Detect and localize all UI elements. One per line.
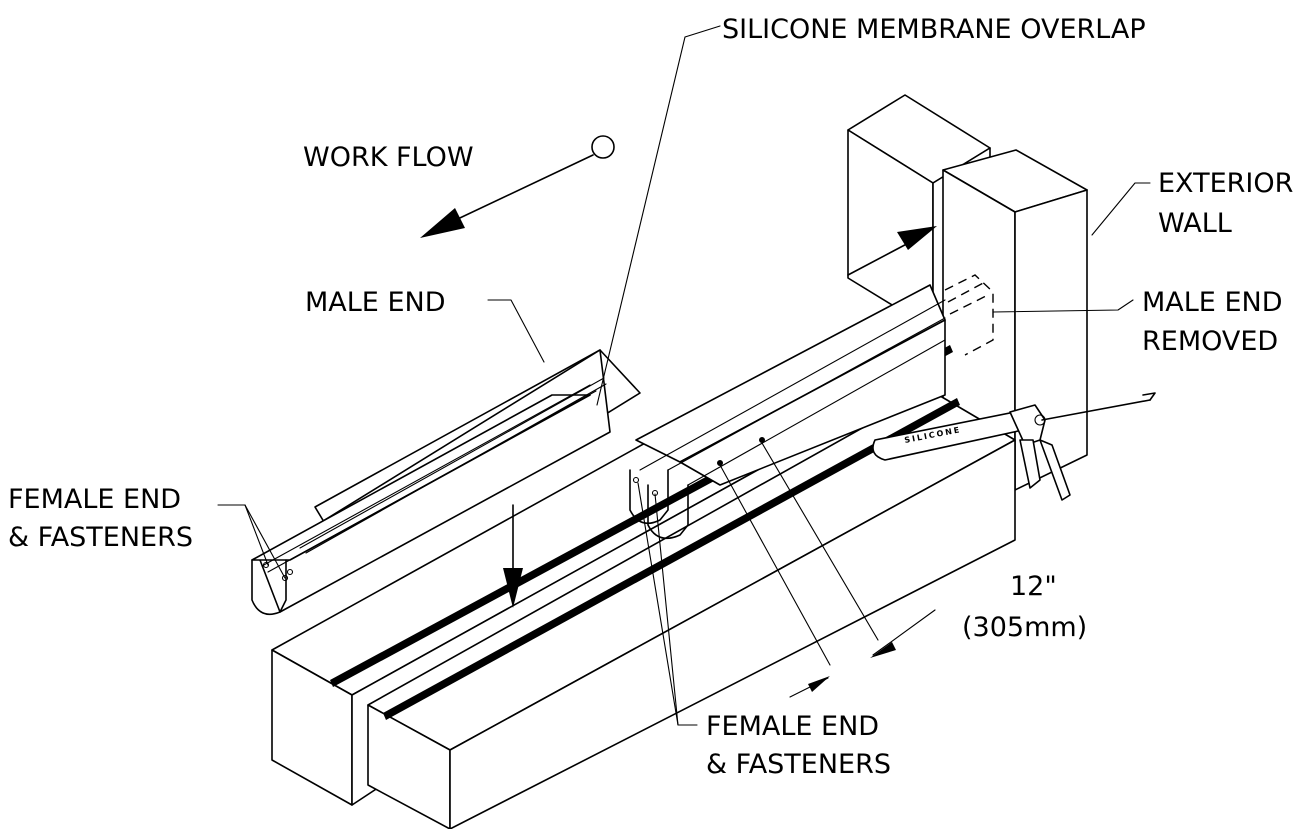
female-end-bottom-label-line1: FEMALE END	[706, 711, 879, 742]
female-end-bottom-label-line2: & FASTENERS	[706, 749, 891, 780]
exterior-wall-label-line2: WALL	[1158, 208, 1232, 239]
dimension-label-line2: (305mm)	[962, 612, 1087, 643]
silicone-membrane-leader-2	[596, 36, 686, 406]
male-end-leader	[487, 299, 545, 363]
female-end-left-leader-2	[244, 504, 286, 579]
female-end-left-label-line1: FEMALE END	[8, 484, 181, 515]
wall-direction-arrow	[897, 226, 937, 250]
male-end-label: MALE END	[305, 287, 446, 318]
work-flow-label: WORK FLOW	[303, 142, 474, 173]
base-block-front	[367, 389, 1016, 829]
female-end-bottom-leader-2	[654, 493, 679, 726]
left-gutter-section	[251, 349, 641, 616]
female-end-left-label-line2: & FASTENERS	[8, 522, 193, 553]
male-end-removed-label-line2: REMOVED	[1142, 326, 1278, 357]
right-gutter-section	[629, 284, 946, 540]
dimension-12in	[719, 442, 936, 698]
drop-arrow	[503, 504, 523, 608]
dimension-label-line1: 12"	[1010, 571, 1057, 602]
silicone-membrane-overlap-label: SILICONE MEMBRANE OVERLAP	[722, 14, 1146, 45]
male-end-removed-label-line1: MALE END	[1142, 287, 1283, 318]
silicone-membrane-leader	[684, 25, 721, 38]
exterior-wall-leader	[1091, 182, 1151, 236]
male-end-removed-outline	[944, 274, 994, 356]
exterior-wall-label-line1: EXTERIOR	[1158, 168, 1293, 199]
male-end-removed-leader	[992, 299, 1134, 313]
work-flow-arrow	[420, 135, 615, 238]
